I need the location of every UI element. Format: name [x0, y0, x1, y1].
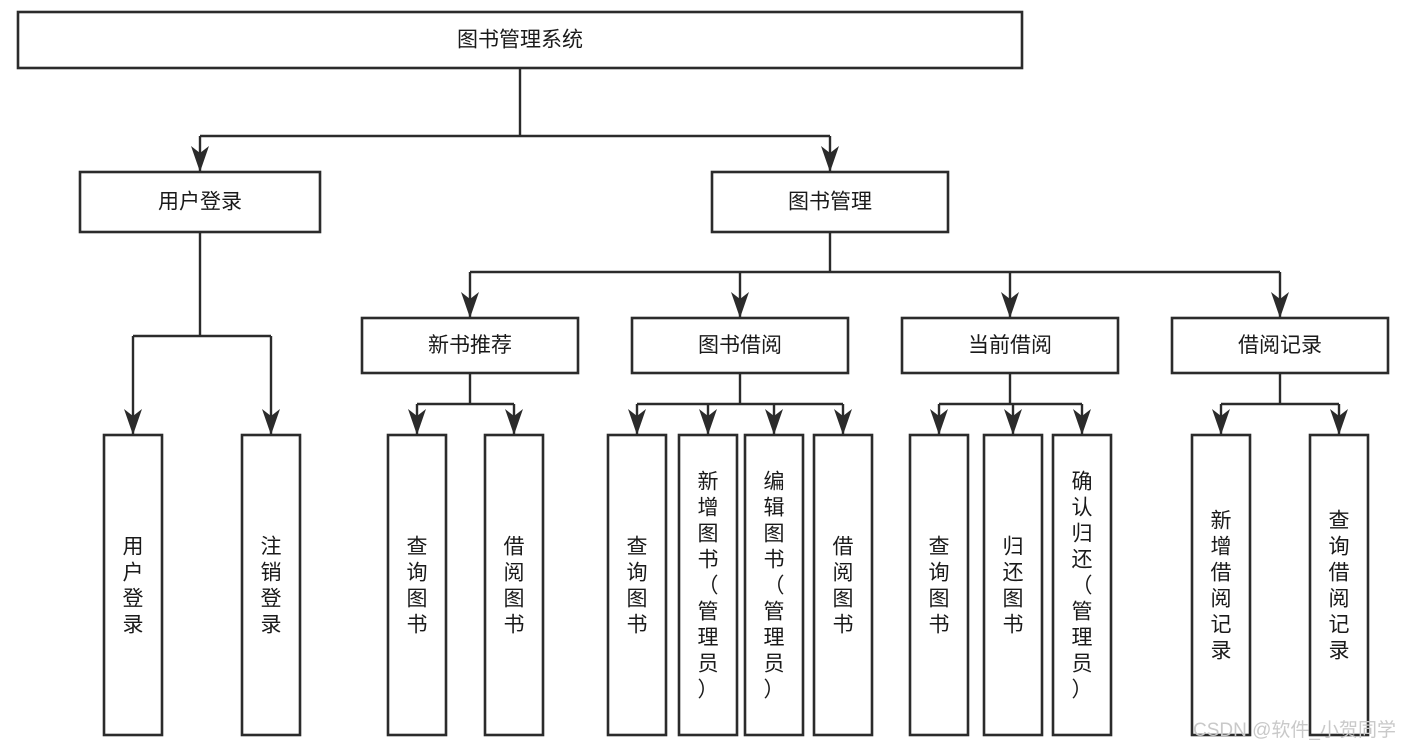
connector-group	[930, 373, 1091, 435]
node-box[interactable]	[743, 433, 805, 737]
node-leaf-add-book[interactable]: 新增图书（管理员）	[677, 433, 739, 737]
connector-group	[191, 68, 839, 172]
node-label: 借阅记录	[1238, 334, 1322, 357]
node-leaf-query-book-3[interactable]: 查询图书	[908, 433, 970, 737]
node-label: 当前借阅	[968, 334, 1052, 357]
node-box[interactable]	[1051, 433, 1113, 737]
node-label: 确认归还（管理员）	[1072, 470, 1093, 701]
arrow-head-icon	[628, 409, 646, 435]
node-box[interactable]	[360, 316, 580, 375]
node-box[interactable]	[240, 433, 302, 737]
node-book-borrow[interactable]: 图书借阅	[630, 316, 850, 375]
arrow-head-icon	[262, 409, 280, 435]
node-label: 查询图书	[627, 535, 648, 636]
node-label: 新增借阅记录	[1211, 509, 1232, 662]
node-label: 借阅图书	[504, 535, 525, 636]
node-leaf-borrow-book-2[interactable]: 借阅图书	[812, 433, 874, 737]
node-label: 归还图书	[1003, 535, 1024, 636]
node-label: 查询图书	[407, 535, 428, 636]
node-new-book-rec[interactable]: 新书推荐	[360, 316, 580, 375]
node-label: 查询图书	[929, 535, 950, 636]
node-label: 查询借阅记录	[1329, 509, 1350, 662]
arrow-head-icon	[731, 292, 749, 318]
node-label: 借阅图书	[833, 535, 854, 636]
arrow-head-icon	[834, 409, 852, 435]
node-borrow-record[interactable]: 借阅记录	[1170, 316, 1390, 375]
arrow-head-icon	[1330, 409, 1348, 435]
node-label: 新增图书（管理员）	[698, 470, 719, 701]
arrow-head-icon	[1004, 409, 1022, 435]
node-leaf-query-record[interactable]: 查询借阅记录	[1308, 433, 1370, 737]
node-box[interactable]	[16, 10, 1024, 70]
node-box[interactable]	[1190, 433, 1252, 737]
node-box[interactable]	[606, 433, 668, 737]
node-label: 图书管理	[788, 191, 872, 214]
node-root[interactable]: 图书管理系统	[16, 10, 1024, 70]
node-box[interactable]	[812, 433, 874, 737]
arrow-head-icon	[765, 409, 783, 435]
arrow-head-icon	[930, 409, 948, 435]
arrow-head-icon	[1212, 409, 1230, 435]
node-leaf-logout[interactable]: 注销登录	[240, 433, 302, 737]
connector-group	[1212, 373, 1348, 435]
node-label: 新书推荐	[428, 334, 512, 357]
node-box[interactable]	[483, 433, 545, 737]
node-leaf-add-record[interactable]: 新增借阅记录	[1190, 433, 1252, 737]
node-user-login[interactable]: 用户登录	[78, 170, 322, 234]
node-book-manage[interactable]: 图书管理	[710, 170, 950, 234]
arrow-head-icon	[1001, 292, 1019, 318]
arrow-head-icon	[821, 146, 839, 172]
node-box[interactable]	[78, 170, 322, 234]
arrow-head-icon	[191, 146, 209, 172]
node-leaf-user-login[interactable]: 用户登录	[102, 433, 164, 737]
node-layer: 图书管理系统用户登录图书管理新书推荐图书借阅当前借阅借阅记录用户登录注销登录查询…	[16, 10, 1390, 737]
node-box[interactable]	[1308, 433, 1370, 737]
node-leaf-confirm-return[interactable]: 确认归还（管理员）	[1051, 433, 1113, 737]
arrow-head-icon	[461, 292, 479, 318]
connector-group	[628, 373, 852, 435]
node-box[interactable]	[386, 433, 448, 737]
node-leaf-query-book-1[interactable]: 查询图书	[386, 433, 448, 737]
arrow-head-icon	[505, 409, 523, 435]
node-label: 用户登录	[123, 535, 144, 636]
node-current-borrow[interactable]: 当前借阅	[900, 316, 1120, 375]
node-box[interactable]	[677, 433, 739, 737]
node-leaf-return-book[interactable]: 归还图书	[982, 433, 1044, 737]
node-label: 图书借阅	[698, 334, 782, 357]
connector-layer	[124, 68, 1348, 435]
node-label: 注销登录	[261, 535, 282, 636]
node-label: 编辑图书（管理员）	[764, 470, 785, 701]
connector-group	[408, 373, 523, 435]
arrow-head-icon	[124, 409, 142, 435]
node-label: 用户登录	[158, 191, 242, 214]
connector-group	[461, 232, 1289, 318]
arrow-head-icon	[699, 409, 717, 435]
node-box[interactable]	[1170, 316, 1390, 375]
node-box[interactable]	[102, 433, 164, 737]
node-box[interactable]	[710, 170, 950, 234]
arrow-head-icon	[408, 409, 426, 435]
node-box[interactable]	[630, 316, 850, 375]
arrow-head-icon	[1073, 409, 1091, 435]
node-box[interactable]	[900, 316, 1120, 375]
node-leaf-query-book-2[interactable]: 查询图书	[606, 433, 668, 737]
node-box[interactable]	[908, 433, 970, 737]
node-leaf-borrow-book-1[interactable]: 借阅图书	[483, 433, 545, 737]
node-label: 图书管理系统	[457, 29, 583, 52]
connector-group	[124, 232, 280, 435]
node-leaf-edit-book[interactable]: 编辑图书（管理员）	[743, 433, 805, 737]
node-box[interactable]	[982, 433, 1044, 737]
csdn-watermark: CSDN @软件_小贺同学	[1193, 719, 1396, 741]
arrow-head-icon	[1271, 292, 1289, 318]
